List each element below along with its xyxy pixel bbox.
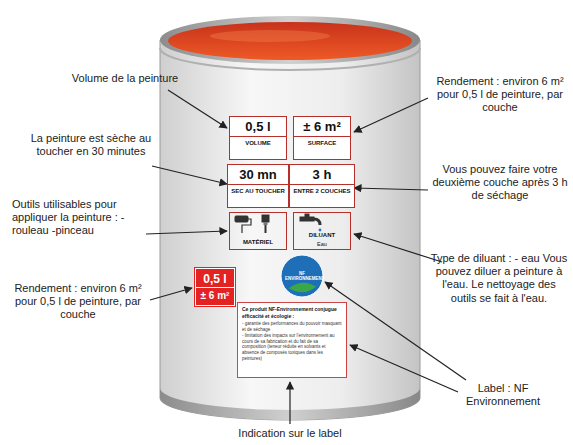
paint-highlight: [210, 30, 330, 42]
roller-handle: [242, 219, 251, 233]
logo-globe: [281, 255, 323, 297]
callout-text: Volume de la peinture: [62, 72, 188, 85]
logo-leaf: [289, 283, 316, 293]
label-text-box: Ce produit NF-Environnement conjugue eff…: [237, 302, 347, 378]
box-text: - limitation des impacts sur l'environne…: [242, 333, 342, 362]
icon-box: MATÉRIEL: [229, 212, 287, 250]
paint-surface: [168, 22, 412, 60]
box-heading: Ce produit NF-Environnement conjugue eff…: [242, 306, 342, 319]
callout-text: Rendement : environ 6 m² pour 0,5 l de p…: [432, 75, 568, 115]
spec-box: 30 mnSEC AU TOUCHER: [227, 164, 289, 208]
roller-head: [235, 216, 248, 222]
box-heading: ± 6 m²: [294, 117, 350, 137]
spec-badge: 0,5 l± 6 m²: [195, 268, 235, 306]
box-heading: 0,5 l: [196, 271, 234, 288]
icon-box: DILUANTEau: [293, 212, 351, 250]
roller-icon: [235, 216, 251, 233]
callout-text: Outils utilisables pour appliquer la pei…: [12, 198, 140, 238]
leader-lines: [146, 90, 466, 424]
box-text: SEC AU TOUCHER: [228, 185, 288, 198]
leader-line: [354, 188, 428, 190]
callout-text: Vous pouvez faire votre deuxième couche …: [432, 163, 568, 203]
callout-text: Rendement : environ 6 m² pour 0,5 l de p…: [10, 282, 146, 322]
callout-text: Label : NF Environnement: [440, 382, 566, 408]
box-heading: NF ENVIRONNEMENT: [285, 271, 319, 282]
leader-line: [152, 166, 227, 184]
brush-ferrule: [264, 222, 268, 225]
box-text: ± 6 m²: [196, 288, 234, 303]
spec-box: ± 6 m²SURFACE: [293, 116, 351, 160]
faucet-spout: [314, 219, 320, 225]
spec-box: 0,5 lVOLUME: [229, 116, 287, 160]
leader-line: [350, 345, 458, 392]
brush-icon: [262, 215, 269, 233]
spec-box: 3 hENTRE 2 COUCHES: [289, 164, 355, 208]
box-heading: MATÉRIEL: [230, 238, 286, 249]
brush-handle: [265, 225, 267, 233]
callout-text: La peinture est sèche au toucher en 30 m…: [28, 132, 154, 158]
brush-bristles: [262, 215, 269, 222]
faucet-valve: [305, 214, 309, 217]
callout-text: Indication sur le label: [205, 427, 375, 440]
callout-text: Type de diluant : - eau Vous pouvez dilu…: [430, 252, 568, 305]
box-text: Eau: [294, 240, 350, 249]
leader-line: [146, 231, 227, 234]
box-heading: 3 h: [290, 165, 354, 185]
box-heading: DILUANT: [294, 231, 350, 240]
leader-line: [354, 98, 428, 132]
box-text: - garantie des performances du pouvoir m…: [242, 321, 342, 333]
box-text: ENTRE 2 COUCHES: [290, 185, 354, 198]
can-rim: [160, 16, 420, 64]
box-text: VOLUME: [230, 137, 286, 150]
label-logo: NF ENVIRONNEMENT: [280, 254, 324, 298]
water-drop: [319, 229, 322, 232]
box-text: SURFACE: [294, 137, 350, 150]
leader-line: [168, 90, 227, 128]
faucet-pipe: [300, 217, 314, 221]
leader-line: [289, 382, 290, 424]
leader-line: [354, 234, 442, 262]
leader-line: [150, 288, 192, 300]
box-heading: 0,5 l: [230, 117, 286, 137]
box-heading: 30 mn: [228, 165, 288, 185]
can-body: [160, 40, 420, 420]
faucet-icon: [300, 214, 321, 231]
